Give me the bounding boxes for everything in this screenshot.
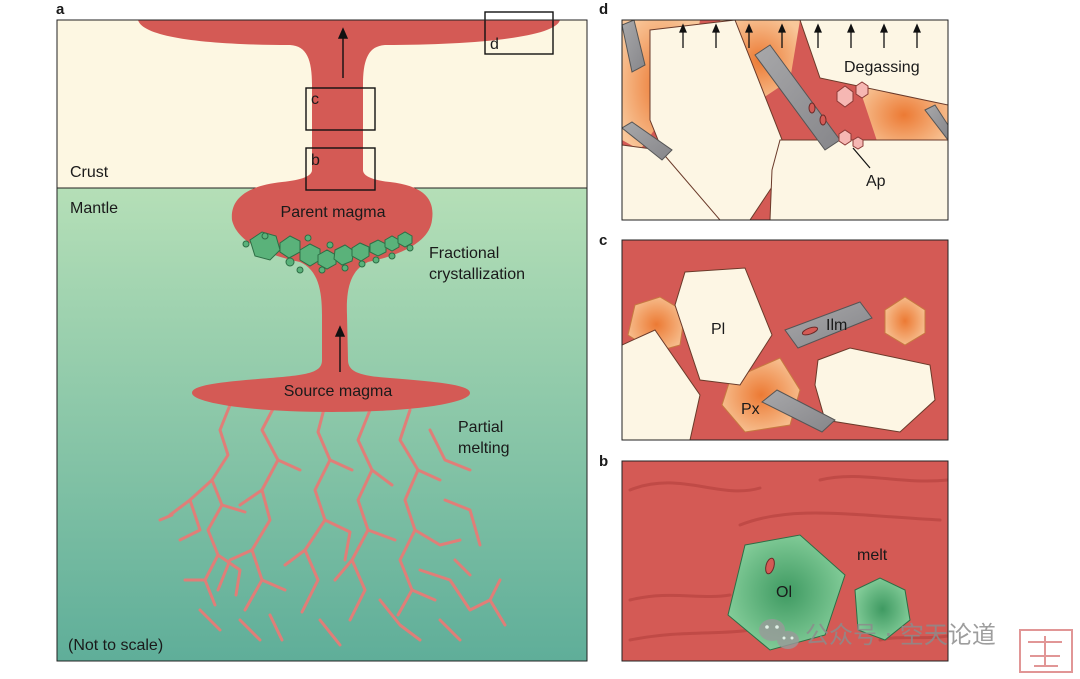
olivine-crystal-large (727, 534, 846, 651)
fractional-label-1: Fractional (429, 245, 499, 262)
plagioclase-crystal (649, 20, 791, 220)
degassing-label: Degassing (844, 59, 920, 76)
wechat-icon (759, 619, 799, 649)
fractional-label-2: crystallization (429, 266, 525, 283)
box-b-label: b (311, 152, 320, 169)
panel-d-frame (621, 19, 949, 221)
panel-d: d (599, 1, 949, 221)
panel-a-frame (56, 19, 588, 662)
seal-stamp (1019, 629, 1073, 673)
pl-label: Pl (711, 321, 725, 338)
ilmenite-crystal (784, 301, 873, 349)
box-b (305, 147, 376, 191)
panel-b: b Ol melt (599, 453, 949, 662)
olivine-crystal-small (854, 577, 911, 641)
inset-boxes (305, 11, 554, 191)
box-c-label: c (311, 91, 319, 108)
panel-a: a (56, 1, 588, 662)
partial-label-2: melting (458, 440, 510, 457)
watermark-text: 公众号 · 空天论道 (805, 621, 996, 649)
box-d (484, 11, 554, 55)
panel-c-letter: c (599, 232, 607, 249)
panel-d-letter: d (599, 1, 608, 18)
melt-flow-lines (628, 474, 948, 642)
panel-c-frame (621, 239, 949, 441)
panel-c: c Pl Ilm Px (599, 232, 949, 441)
watermark: 公众号 · 空天论道 (759, 619, 1073, 673)
ap-pointer (852, 147, 871, 169)
panel-a-letter: a (56, 1, 65, 18)
melt-label: melt (857, 547, 888, 564)
ilm-label: Ilm (826, 317, 847, 334)
partial-label-1: Partial (458, 419, 503, 436)
partial-melting-network (158, 403, 507, 647)
plagioclase-crystal (674, 267, 773, 386)
mantle-label: Mantle (70, 200, 118, 217)
px-label: Px (741, 401, 760, 418)
box-c (305, 87, 376, 131)
ilmenite-crystal (622, 20, 646, 73)
ap-label: Ap (866, 173, 886, 190)
panel-b-frame (621, 460, 949, 662)
magma-plumbing (138, 20, 560, 412)
box-d-label: d (490, 36, 499, 53)
parent-magma-label: Parent magma (281, 204, 386, 221)
source-magma-label: Source magma (284, 383, 393, 400)
ascent-arrows (334, 27, 349, 372)
degassing-arrows (679, 23, 921, 48)
panel-b-letter: b (599, 453, 608, 470)
not-to-scale-label: (Not to scale) (68, 637, 163, 654)
ol-label: Ol (776, 584, 792, 601)
olivine-crystals (242, 231, 414, 274)
crust-label: Crust (70, 164, 109, 181)
apatite-crystals (836, 81, 869, 150)
